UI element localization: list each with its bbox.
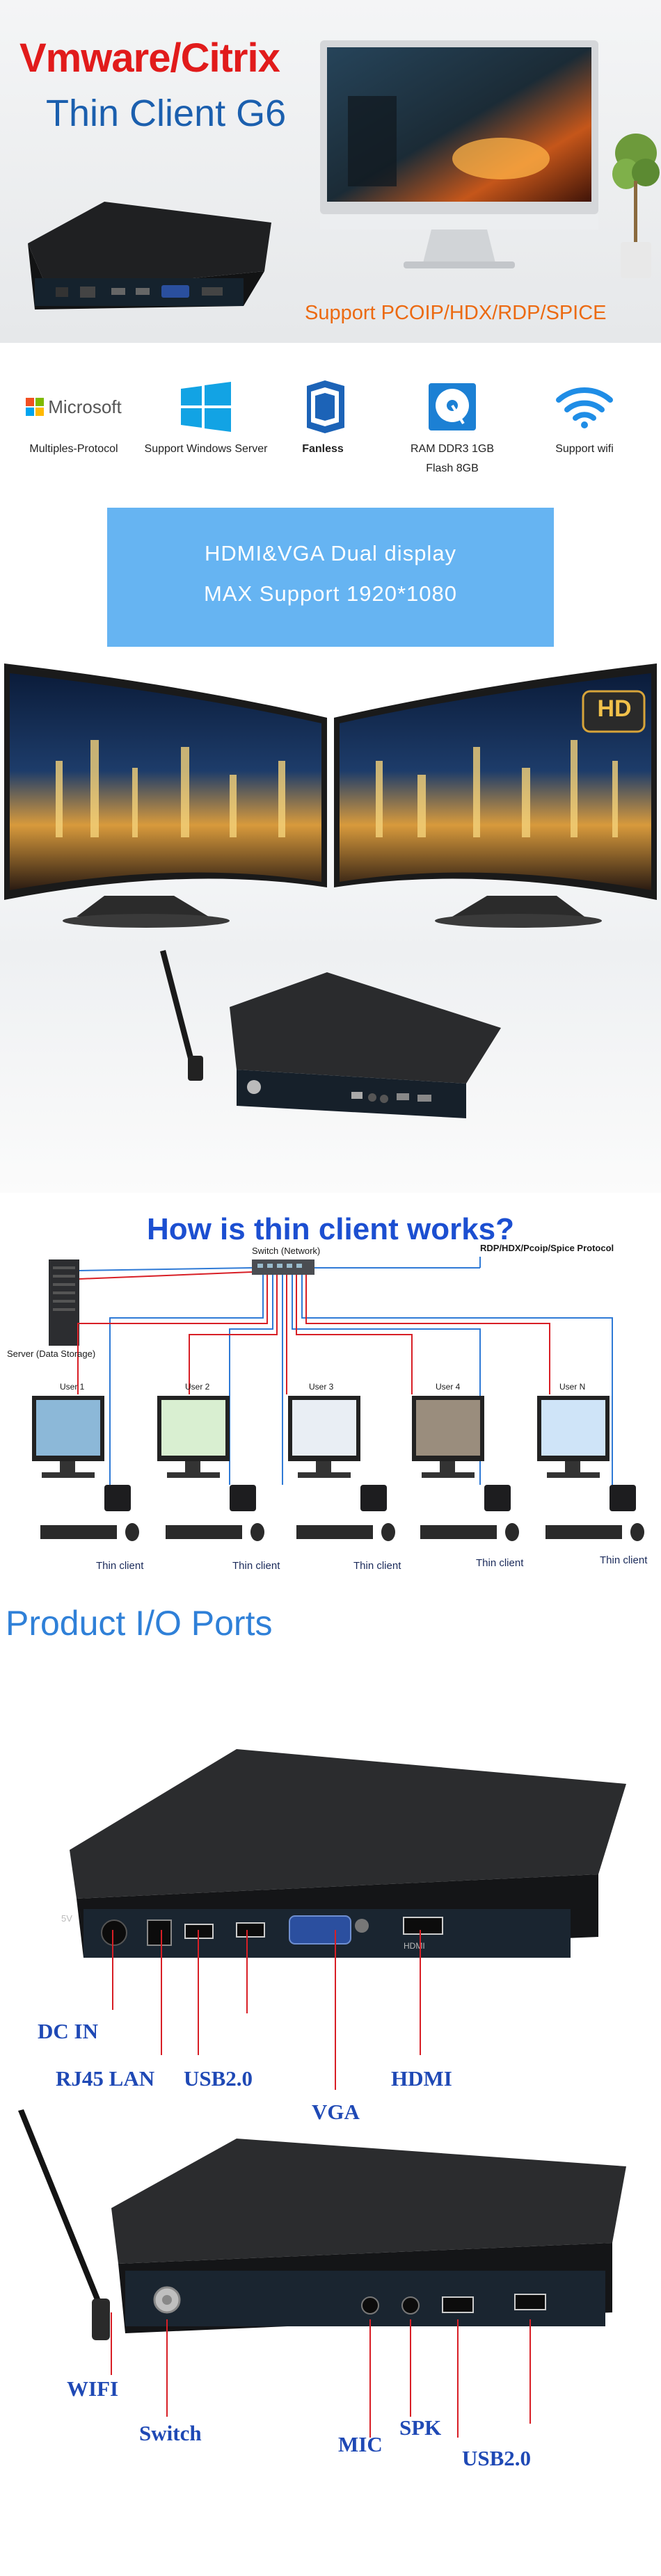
thin-client-label: Thin client: [476, 1557, 524, 1569]
wifi-icon: [522, 378, 647, 436]
user-label: User N: [559, 1382, 586, 1392]
support-protocols-text: Support PCOIP/HDX/RDP/SPICE: [305, 302, 607, 324]
thin-client-front-ports: [70, 1749, 626, 1958]
switch-label: Switch (Network): [252, 1246, 321, 1256]
features-row: Microsoft Multiples-Protocol Support Win…: [0, 343, 661, 499]
thin-client-label: Thin client: [232, 1560, 280, 1572]
hero-title-line2: Thin Client G6: [46, 92, 287, 134]
port-label-hdmi: HDMI: [391, 2066, 452, 2091]
port-label-usb: USB2.0: [184, 2066, 253, 2091]
feature-storage: RAM DDR3 1GB Flash 8GB: [390, 378, 515, 478]
front-port-callout-lines: [112, 1930, 421, 2090]
thin-client-label: Thin client: [96, 1560, 144, 1572]
feature-label: Support Windows Server: [144, 443, 268, 455]
plant-illustration: [612, 134, 660, 278]
microsoft-logo-text: Microsoft: [48, 396, 122, 417]
thin-client-device-with-antenna: [160, 950, 501, 1118]
side-port-callout-lines: [111, 2312, 531, 2438]
monitor-illustration: [320, 40, 598, 268]
feature-label: Support wifi: [555, 443, 614, 455]
port-label-wifi: WIFI: [67, 2376, 119, 2401]
protocol-label: RDP/HDX/Pcoip/Spice Protocol: [480, 1243, 614, 1253]
user-label: User 1: [60, 1382, 85, 1392]
port-label-usb2: USB2.0: [462, 2446, 532, 2470]
how-it-works-section: How is thin client works?: [0, 1193, 661, 1582]
dual-display-section: HDMI&VGA Dual display MAX Support 1920*1…: [0, 499, 661, 1193]
hard-disk-icon: [390, 378, 515, 436]
feature-fanless: Fanless: [260, 378, 385, 458]
how-title: How is thin client works?: [146, 1212, 515, 1246]
port-label-mic: MIC: [338, 2432, 383, 2456]
io-ports-section: Product I/O Ports 5V HDMI DC IN RJ45 LAN…: [0, 1582, 661, 2576]
hd-badge-text: HD: [597, 695, 632, 722]
feature-label-2: Flash 8GB: [426, 462, 479, 474]
hero-title-line1: Vmware/Citrix: [19, 35, 280, 81]
windows-logo-icon: [143, 378, 269, 436]
port-label-dc-in: DC IN: [38, 2019, 98, 2043]
feature-multiprotocol: Microsoft Multiples-Protocol: [11, 378, 136, 458]
workstations: [32, 1396, 644, 1541]
user-label: User 4: [436, 1382, 461, 1392]
user-label: User 2: [185, 1382, 210, 1392]
feature-windows-server: Support Windows Server: [143, 378, 269, 458]
monitor-stands: [63, 896, 602, 928]
hero-banner: Vmware/Citrix Thin Client G6: [0, 0, 661, 343]
feature-label: Fanless: [302, 443, 344, 455]
thin-client-label: Thin client: [353, 1560, 401, 1572]
dual-display-line2: MAX Support 1920*1080: [204, 581, 457, 606]
thin-client-device-front: [28, 202, 271, 309]
thin-client-label: Thin client: [600, 1554, 648, 1566]
ports-title: Product I/O Ports: [6, 1604, 273, 1643]
user-label: User 3: [309, 1382, 334, 1392]
dc-mark: 5V: [61, 1913, 72, 1924]
server-label: Server (Data Storage): [7, 1349, 96, 1359]
feature-label: RAM DDR3 1GB: [410, 443, 495, 455]
dual-display-banner: HDMI&VGA Dual display MAX Support 1920*1…: [107, 508, 554, 647]
port-label-switch: Switch: [139, 2421, 202, 2445]
port-label-rj45: RJ45 LAN: [56, 2066, 155, 2091]
feature-label: Multiples-Protocol: [29, 443, 118, 455]
network-diagram: [32, 1257, 644, 1541]
thin-client-side-ports: [18, 2109, 626, 2340]
dual-curved-monitors: [4, 663, 657, 900]
dual-display-line1: HDMI&VGA Dual display: [204, 541, 457, 565]
port-label-spk: SPK: [399, 2415, 442, 2440]
fan-icon: [260, 378, 385, 436]
port-label-vga: VGA: [312, 2100, 360, 2124]
hd-badge: [582, 690, 646, 733]
microsoft-logo-icon: Microsoft: [11, 378, 136, 436]
network-switch-icon: [252, 1259, 314, 1275]
feature-wifi: Support wifi: [522, 378, 647, 458]
